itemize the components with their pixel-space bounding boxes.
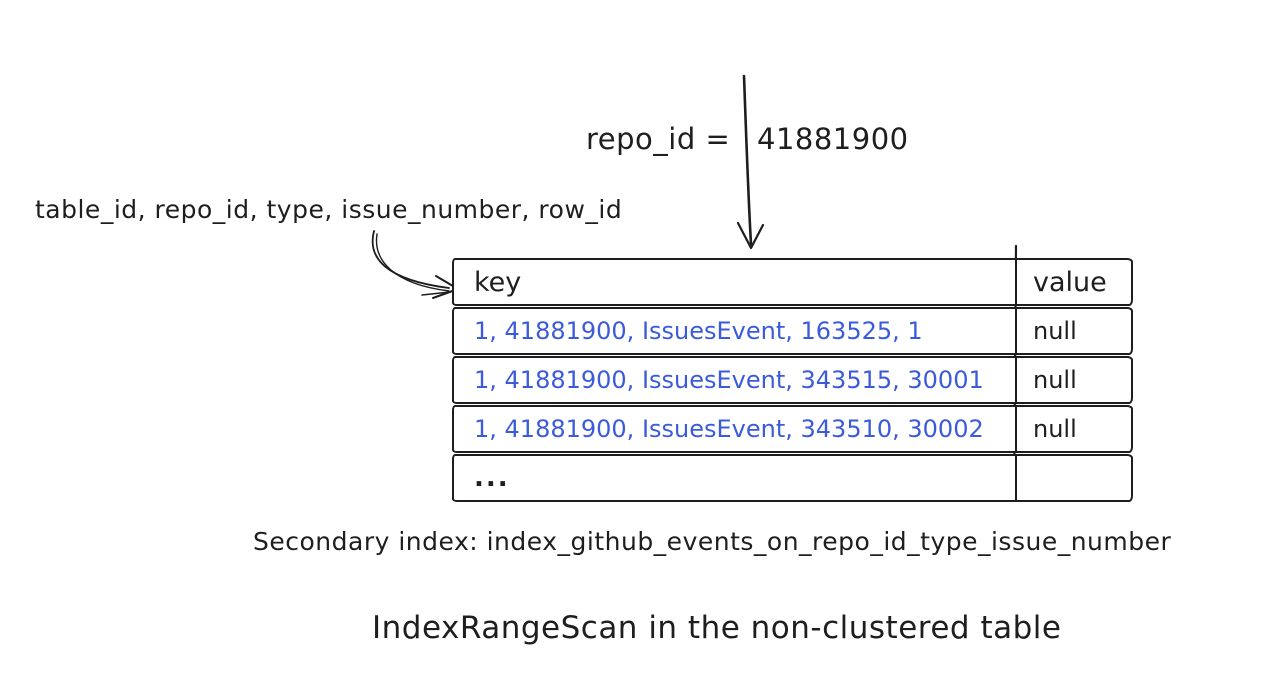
repo-id-annotation-value: 41881900 xyxy=(757,122,909,156)
key-cell: ... xyxy=(454,456,1017,500)
table-row: 1, 41881900, IssuesEvent, 163525, 1 null xyxy=(452,307,1133,355)
index-table: key value 1, 41881900, IssuesEvent, 1635… xyxy=(452,258,1133,503)
key-cell: 1, 41881900, IssuesEvent, 343510, 30002 xyxy=(454,407,1017,451)
value-cell: null xyxy=(1033,415,1077,443)
value-column-header: value xyxy=(1033,266,1107,298)
table-row-ellipsis: ... xyxy=(452,454,1133,502)
key-column-header: key xyxy=(454,260,1017,304)
key-cell: 1, 41881900, IssuesEvent, 343515, 30001 xyxy=(454,358,1017,402)
table-row: 1, 41881900, IssuesEvent, 343515, 30001 … xyxy=(452,356,1133,404)
table-row: 1, 41881900, IssuesEvent, 343510, 30002 … xyxy=(452,405,1133,453)
diagram-title: IndexRangeScan in the non-clustered tabl… xyxy=(372,610,1062,646)
value-cell: null xyxy=(1033,317,1077,345)
arrow-down-icon xyxy=(736,74,765,250)
value-cell xyxy=(1017,456,1131,500)
secondary-index-caption: Secondary index: index_github_events_on_… xyxy=(253,527,1172,556)
table-header-row: key value xyxy=(452,258,1133,306)
key-cell: 1, 41881900, IssuesEvent, 163525, 1 xyxy=(454,309,1017,353)
repo-id-annotation-label: repo_id = xyxy=(586,122,731,156)
index-columns-label: table_id, repo_id, type, issue_number, r… xyxy=(35,195,623,224)
curved-arrow-icon xyxy=(371,230,459,299)
value-cell: null xyxy=(1033,366,1077,394)
